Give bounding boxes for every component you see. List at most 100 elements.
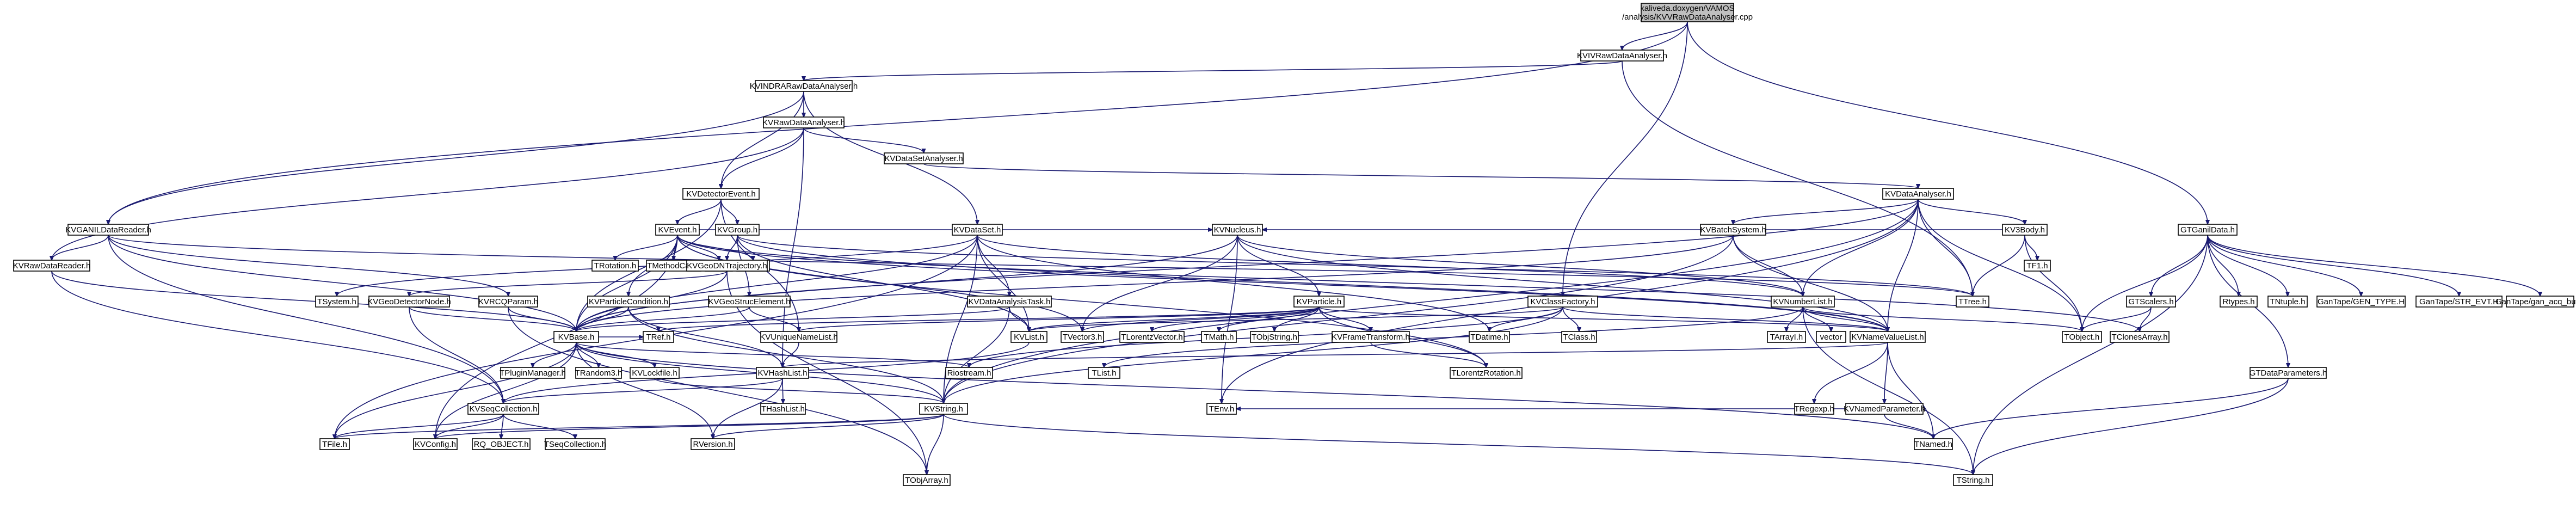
node-KVIVRawDataAnalyser_h[interactable]: KVIVRawDataAnalyser.h: [1577, 50, 1667, 62]
node-KV3Body_h[interactable]: KV3Body.h: [2002, 224, 2048, 236]
node-GTGanilData_h[interactable]: GTGanilData.h: [2178, 224, 2238, 236]
edge-KVBase_h-to-TFile_h: [335, 342, 577, 439]
node-KVBatchSystem_h[interactable]: KVBatchSystem.h: [1700, 224, 1766, 236]
node-KVDataSetAnalyser_h[interactable]: KVDataSetAnalyser.h: [884, 152, 964, 164]
node-KVINDRARawDataAnalyser_h[interactable]: KVINDRARawDataAnalyser.h: [750, 80, 858, 92]
node-TPluginManager_h[interactable]: TPluginManager.h: [500, 367, 566, 379]
node-TLorentzRotation_h[interactable]: TLorentzRotation.h: [1450, 367, 1523, 379]
node-KVNameValueList_h[interactable]: KVNameValueList.h: [1850, 331, 1926, 343]
node-vector[interactable]: vector: [1816, 331, 1846, 343]
node-KVHashList_h[interactable]: KVHashList.h: [756, 367, 809, 379]
node-KVDataAnalysisTask_h[interactable]: KVDataAnalysisTask.h: [967, 296, 1052, 308]
node-box: [919, 403, 968, 415]
node-KVParticleCondition_h[interactable]: KVParticleCondition.h: [587, 296, 670, 308]
node-THashList_h[interactable]: THashList.h: [760, 403, 806, 415]
node-TArrayI_h[interactable]: TArrayI.h: [1767, 331, 1806, 343]
edge-KVGANILDataReader_h-to-KVRCQParam_h: [108, 235, 508, 296]
node-box: [715, 224, 760, 236]
node-label: KVNumberList.h: [1773, 297, 1832, 306]
node-RQ_OBJECT_h[interactable]: RQ_OBJECT.h: [472, 438, 531, 450]
node-KVBase_h[interactable]: KVBase.h: [553, 331, 599, 343]
node-label: KVConfig.h: [415, 440, 456, 449]
node-KVNumberList_h[interactable]: KVNumberList.h: [1771, 296, 1835, 308]
node-label: TRegexp.h: [1794, 404, 1834, 414]
node-KVGeoDNTrajectory_h[interactable]: KVGeoDNTrajectory.h: [686, 260, 768, 272]
edge-KVHashList_h-to-RVersion_h: [713, 378, 783, 439]
node-KVUniqueNameList_h[interactable]: KVUniqueNameList.h: [760, 331, 838, 343]
node-GanTape_GEN_TYPE_H[interactable]: GanTape/GEN_TYPE.H: [2316, 296, 2406, 308]
node-KVSeqCollection_h[interactable]: KVSeqCollection.h: [467, 403, 539, 415]
node-TLorentzVector_h[interactable]: TLorentzVector.h: [1119, 331, 1185, 343]
node-TClonesArray_h[interactable]: TClonesArray.h: [2110, 331, 2170, 343]
node-TObjArray_h[interactable]: TObjArray.h: [903, 474, 951, 486]
node-KVRawDataAnalyser_h[interactable]: KVRawDataAnalyser.h: [762, 116, 845, 128]
node-TObjString_h[interactable]: TObjString.h: [1250, 331, 1299, 343]
node-KVGANILDataReader_h[interactable]: KVGANILDataReader.h: [65, 224, 151, 236]
edge-KVNumberList_h-to-KVNameValueList_h: [1802, 306, 1888, 331]
node-box: [575, 367, 622, 379]
node-KVGeoDetectorNode_h[interactable]: KVGeoDetectorNode.h: [367, 296, 451, 308]
node-label: GanTape/gan_acq_buf.h: [2495, 297, 2576, 306]
node-KVNucleus_h[interactable]: KVNucleus.h: [1212, 224, 1263, 236]
edge-KVDataAnalyser_h-to-KVString_h: [944, 199, 1919, 403]
edge-KVINDRARawDataAnalyser_h-to-KVDetectorEvent_h: [721, 91, 804, 188]
node-KVList_h[interactable]: KVList.h: [1010, 331, 1047, 343]
node-TList_h[interactable]: TList.h: [1088, 367, 1120, 379]
node-box: [2062, 331, 2102, 343]
node-GanTape_STR_EVT_H[interactable]: GanTape/STR_EVT.H: [2415, 296, 2503, 308]
node-KVRCQParam_h[interactable]: KVRCQParam.h: [478, 296, 538, 308]
edge-KVBase_h-to-Riostream_h: [576, 342, 969, 367]
node-KVParticle_h[interactable]: KVParticle.h: [1293, 296, 1345, 308]
node-TClass_h[interactable]: TClass.h: [1561, 331, 1597, 343]
node-TVector3_h[interactable]: TVector3.h: [1061, 331, 1104, 343]
node-TNamed_h[interactable]: TNamed.h: [1914, 438, 1953, 450]
node-root[interactable]: kaliveda.doxygen/VAMOS/analysis/KVVRawDa…: [1622, 3, 1753, 22]
node-label: Rtypes.h: [2222, 297, 2254, 306]
node-Riostream_h[interactable]: Riostream.h: [945, 367, 993, 379]
node-TRandom3_h[interactable]: TRandom3.h: [575, 367, 623, 379]
node-TObject_h[interactable]: TObject.h: [2062, 331, 2102, 343]
node-KVGeoStrucElement_h[interactable]: KVGeoStrucElement.h: [708, 296, 791, 308]
node-TSeqCollection_h[interactable]: TSeqCollection.h: [544, 438, 606, 450]
node-TFile_h[interactable]: TFile.h: [319, 438, 350, 450]
node-label: TObject.h: [2065, 333, 2100, 342]
node-KVLockfile_h[interactable]: KVLockfile.h: [630, 367, 680, 379]
node-RVersion_h[interactable]: RVersion.h: [691, 438, 735, 450]
edge-GTGanilData_h-to-TObject_h: [2082, 235, 2208, 331]
node-TSystem_h[interactable]: TSystem.h: [315, 296, 359, 308]
edge-GTGanilData_h-to-GanTape_gan_acq_buf_h: [2207, 235, 2540, 296]
node-KVClassFactory_h[interactable]: KVClassFactory.h: [1527, 296, 1598, 308]
node-GTScalers_h[interactable]: GTScalers.h: [2126, 296, 2176, 308]
node-TRef_h[interactable]: TRef.h: [643, 331, 674, 343]
node-KVConfig_h[interactable]: KVConfig.h: [413, 438, 458, 450]
edge-KVRawDataAnalyser_h-to-KVDetectorEvent_h: [721, 127, 804, 188]
node-label: RVersion.h: [693, 440, 732, 449]
node-KVRawDataReader_h[interactable]: KVRawDataReader.h: [13, 260, 91, 272]
node-GTDataParameters_h[interactable]: GTDataParameters.h: [2250, 367, 2327, 379]
edge-KVRawDataAnalyser_h-to-KVDataSetAnalyser_h: [803, 127, 924, 153]
node-KVString_h[interactable]: KVString.h: [919, 403, 968, 415]
node-GanTape_gan_acq_buf_h[interactable]: GanTape/gan_acq_buf.h: [2495, 296, 2576, 308]
node-TRegexp_h[interactable]: TRegexp.h: [1794, 403, 1834, 415]
node-KVFrameTransform_h[interactable]: KVFrameTransform.h: [1332, 331, 1410, 343]
node-Rtypes_h[interactable]: Rtypes.h: [2220, 296, 2258, 308]
node-box: [755, 80, 853, 92]
node-KVDataSet_h[interactable]: KVDataSet.h: [952, 224, 1003, 236]
node-TString_h[interactable]: TString.h: [1953, 474, 1993, 486]
node-TRotation_h[interactable]: TRotation.h: [591, 260, 639, 272]
node-TTree_h[interactable]: TTree.h: [1956, 296, 1989, 308]
node-KVNamedParameter_h[interactable]: KVNamedParameter.h: [1844, 403, 1925, 415]
node-TF1_h[interactable]: TF1.h: [2024, 260, 2051, 272]
node-TEnv_h[interactable]: TEnv.h: [1206, 403, 1237, 415]
node-KVEvent_h[interactable]: KVEvent.h: [655, 224, 700, 236]
node-TMath_h[interactable]: TMath.h: [1201, 331, 1237, 343]
node-box: [686, 260, 768, 272]
node-KVDataAnalyser_h[interactable]: KVDataAnalyser.h: [1882, 188, 1954, 200]
edge-KVINDRARawDataAnalyser_h-to-KVGANILDataReader_h: [108, 91, 804, 224]
node-box: [643, 331, 674, 343]
node-KVDetectorEvent_h[interactable]: KVDetectorEvent.h: [682, 188, 760, 200]
node-TNtuple_h[interactable]: TNtuple.h: [2267, 296, 2308, 308]
edge-KVEvent_h-to-TH1_h: [677, 235, 719, 260]
node-TDatime_h[interactable]: TDatime.h: [1469, 331, 1510, 343]
node-KVGroup_h[interactable]: KVGroup.h: [715, 224, 760, 236]
